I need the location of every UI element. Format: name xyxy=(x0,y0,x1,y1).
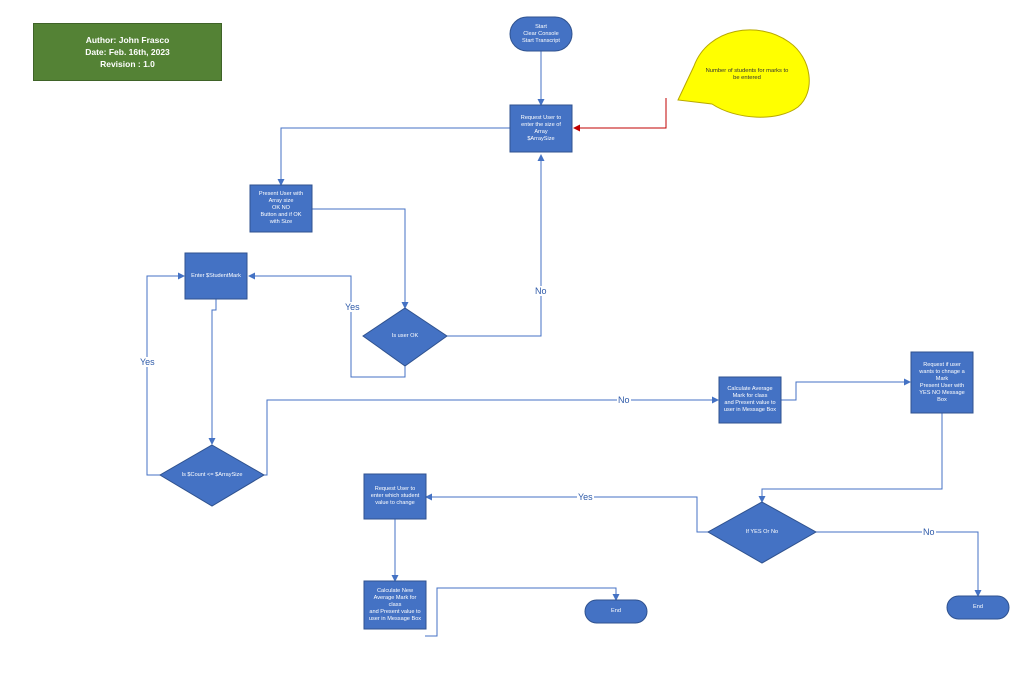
connector-request-change-to-ifyesno xyxy=(758,413,943,503)
request-which-student-box xyxy=(363,473,427,520)
edge-label-no-user-ok: No xyxy=(534,286,548,296)
connector-ifyesno-no xyxy=(816,531,982,597)
end-terminator-left xyxy=(584,599,648,624)
connector-calc-to-request-change xyxy=(781,378,911,401)
connector-enter-to-iscount xyxy=(208,299,217,445)
connector-ifyesno-yes xyxy=(425,493,708,533)
connector-request-to-present xyxy=(277,127,510,186)
present-array-size-box xyxy=(249,184,313,233)
connector-calcnew-to-end xyxy=(425,587,620,637)
end-terminator-right xyxy=(946,595,1010,620)
enter-student-mark-box xyxy=(184,252,248,300)
revision-line: Revision : 1.0 xyxy=(100,59,155,69)
edge-label-yes-count: Yes xyxy=(139,357,156,367)
edge-label-no-change: No xyxy=(922,527,936,537)
callout-link-line xyxy=(573,98,667,132)
author-line: Author: John Frasco xyxy=(85,35,170,45)
connector-present-to-isok xyxy=(311,208,409,309)
request-array-size-box xyxy=(509,104,573,153)
if-yes-or-no-decision xyxy=(706,501,818,564)
connector-isok-no xyxy=(447,154,545,337)
calculate-new-average-box xyxy=(363,580,427,630)
callout-text: Number of students for marks to be enter… xyxy=(705,68,789,81)
is-count-decision xyxy=(159,444,265,507)
request-change-mark-box xyxy=(910,351,974,414)
edge-label-yes-change: Yes xyxy=(577,492,594,502)
edge-label-yes-user-ok: Yes xyxy=(344,302,361,312)
connector-iscount-no xyxy=(264,396,719,476)
date-line: Date: Feb. 16th, 2023 xyxy=(85,47,170,57)
callout-bubble xyxy=(677,29,810,118)
author-info-box: Author: John Frasco Date: Feb. 16th, 202… xyxy=(33,23,222,81)
start-terminator xyxy=(509,16,573,52)
connector-isok-yes xyxy=(248,272,406,378)
calculate-average-box xyxy=(718,376,782,424)
connector-iscount-yes xyxy=(146,272,185,476)
is-user-ok-decision xyxy=(362,307,448,367)
edge-label-no-count: No xyxy=(617,395,631,405)
